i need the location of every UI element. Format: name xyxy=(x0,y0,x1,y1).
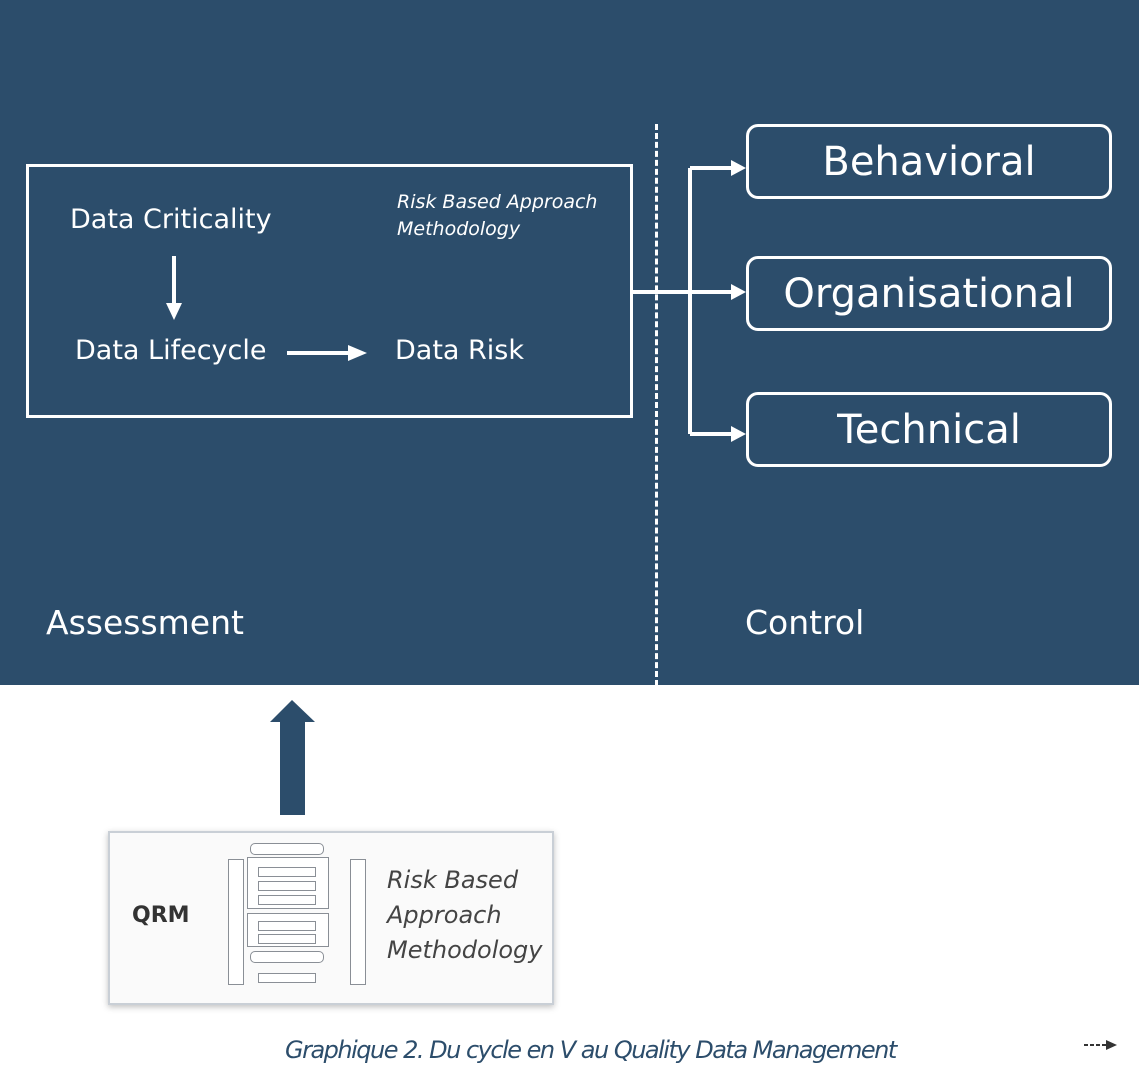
assessment-section-label: Assessment xyxy=(46,603,244,642)
mini-right-bar xyxy=(350,859,366,985)
rba-methodology-label: Risk Based Approach Methodology xyxy=(397,189,597,243)
down-arrow-head xyxy=(166,303,182,320)
figure-caption: Graphique 2. Du cycle en V au Quality Da… xyxy=(285,1036,897,1064)
mini-step xyxy=(258,881,316,891)
branch-organisational-head xyxy=(731,284,746,300)
technical-label: Technical xyxy=(837,406,1021,453)
qrm-rba-line-3: Methodology xyxy=(387,936,543,964)
qrm-figure: QRM Risk Based Approach Methodology xyxy=(108,831,554,1005)
mini-step xyxy=(258,867,316,877)
section-divider xyxy=(655,124,658,686)
data-risk-label: Data Risk xyxy=(395,335,525,366)
rba-line-2: Methodology xyxy=(397,218,521,240)
up-arrow-head xyxy=(270,700,315,722)
qrm-rba-text: Risk Based Approach Methodology xyxy=(387,863,542,968)
rba-line-1: Risk Based Approach xyxy=(397,191,598,213)
next-arrow-head xyxy=(1106,1040,1117,1050)
mini-left-bar xyxy=(228,859,244,985)
organisational-box: Organisational xyxy=(746,256,1112,331)
mini-step xyxy=(258,973,316,983)
qrm-label: QRM xyxy=(132,903,190,928)
data-lifecycle-label: Data Lifecycle xyxy=(75,335,267,366)
behavioral-box: Behavioral xyxy=(746,124,1112,199)
organisational-label: Organisational xyxy=(783,270,1075,317)
data-criticality-label: Data Criticality xyxy=(70,204,272,235)
branch-behavioral-head xyxy=(731,160,746,176)
qrm-rba-line-1: Risk Based xyxy=(387,866,519,894)
mini-step xyxy=(258,934,316,944)
mini-mid-pill xyxy=(250,951,324,963)
right-arrow-head xyxy=(348,345,367,361)
mini-step xyxy=(258,895,316,905)
qrm-rba-line-2: Approach xyxy=(387,901,502,929)
technical-box: Technical xyxy=(746,392,1112,467)
mini-top-pill xyxy=(250,843,324,855)
diagram-panel xyxy=(0,0,1139,685)
mini-step xyxy=(258,921,316,931)
behavioral-label: Behavioral xyxy=(822,138,1036,185)
branch-technical-head xyxy=(731,426,746,442)
up-arrow-shaft xyxy=(280,720,305,815)
control-section-label: Control xyxy=(745,603,865,642)
